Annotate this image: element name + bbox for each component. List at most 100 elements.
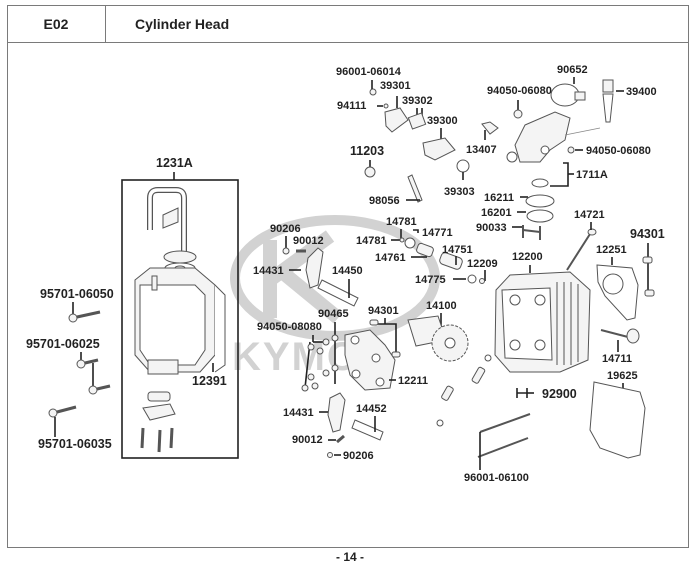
o-ring-39303 [456, 159, 470, 173]
valve-cover-group: 1231A 12391 [121, 156, 239, 459]
label-39303: 39303 [444, 186, 475, 198]
label-12211: 12211 [398, 375, 428, 387]
label-96001-06014: 96001-06014 [336, 66, 402, 78]
dowel-pin-mid [369, 319, 379, 326]
pin-92900 [516, 388, 528, 398]
valve-train: 14781 14781 14771 14761 14751 12209 1477… [356, 216, 498, 286]
label-95701-06025: 95701-06025 [26, 337, 100, 351]
label-11203: 11203 [350, 144, 384, 158]
label-90652: 90652 [557, 64, 588, 76]
stud-bolt-1 [479, 413, 531, 433]
label-16201: 16201 [481, 207, 512, 219]
pipe-flange [163, 250, 197, 264]
rocker-upper: 90206 90012 14431 14450 [253, 223, 363, 307]
label-39301: 39301 [380, 80, 411, 92]
label-96001-06100: 96001-06100 [464, 472, 529, 484]
header: E02 Cylinder Head [7, 5, 689, 43]
stud-bolt-2 [477, 437, 529, 458]
plug-11203 [364, 166, 376, 178]
cam-holder-cluster: 94301 90465 94050-08080 12211 [257, 305, 428, 392]
label-14711: 14711 [602, 353, 632, 365]
label-90465: 90465 [318, 308, 349, 320]
intake-pipe [384, 107, 409, 133]
camshaft-cluster: 14100 [407, 300, 469, 362]
valve-retainer [404, 237, 416, 249]
label-14450: 14450 [332, 265, 363, 277]
page-title: Cylinder Head [135, 15, 230, 32]
label-14721: 14721 [574, 209, 605, 221]
label-39400: 39400 [626, 86, 657, 98]
label-92900: 92900 [542, 387, 577, 401]
o-ring-1711a [531, 178, 549, 188]
label-39302: 39302 [402, 95, 433, 107]
dowel-pin-right [642, 256, 653, 264]
rocker-lower: 14431 14452 90012 90206 [283, 392, 387, 462]
label-14761: 14761 [375, 252, 406, 264]
cylinder-head-cluster: 12200 14721 12251 94301 14711 19625 [436, 209, 665, 484]
thermostat-housing [514, 111, 571, 163]
cover-bracket [142, 403, 176, 421]
label-94050-06080-top: 94050-06080 [487, 85, 552, 97]
label-94050-06080-right: 94050-06080 [586, 145, 651, 157]
watermark-k-glyph [263, 230, 343, 324]
section-code: E02 [7, 5, 106, 42]
cover-plate [147, 391, 171, 402]
intake-manifold [422, 137, 456, 161]
thermostat-cluster: 90652 94050-06080 39400 94050-06080 1711… [476, 64, 657, 240]
rocker-arm-upper [305, 247, 324, 289]
label-14781-left: 14781 [356, 235, 387, 247]
label-94111: 94111 [337, 100, 366, 112]
label-1231a: 1231A [156, 156, 193, 170]
label-14431-top: 14431 [253, 265, 284, 277]
page-frame [7, 5, 689, 548]
intake-valve [600, 329, 629, 338]
spark-plug [407, 174, 423, 203]
label-94301-right: 94301 [630, 227, 665, 241]
label-14431-bottom: 14431 [283, 407, 314, 419]
label-12251: 12251 [596, 244, 627, 256]
label-14100: 14100 [426, 300, 457, 312]
lower-spring-1 [441, 385, 454, 401]
label-14751: 14751 [442, 244, 473, 256]
label-14452: 14452 [356, 403, 387, 415]
label-90012-bottom: 90012 [292, 434, 323, 446]
lower-spring-2 [471, 366, 486, 384]
head-cover-gasket [589, 381, 646, 459]
gasket-16201 [526, 209, 554, 223]
label-90206-bottom: 90206 [343, 450, 374, 462]
label-14771: 14771 [422, 227, 453, 239]
exhaust-valve [566, 233, 591, 271]
label-16211: 16211 [484, 192, 514, 204]
label-14781-top: 14781 [386, 216, 417, 228]
label-12391: 12391 [192, 374, 227, 388]
intake-cluster: 96001-06014 39301 94111 39302 39300 1120… [336, 66, 499, 207]
page-number: - 14 - [335, 550, 364, 564]
label-19625: 19625 [607, 370, 638, 382]
valve-cover-gasket [214, 284, 226, 373]
gasket-16211 [525, 194, 555, 208]
inner-spring [416, 242, 434, 258]
label-98056: 98056 [369, 195, 400, 207]
rocker-shaft [317, 279, 359, 307]
temp-sensor [602, 79, 614, 93]
label-12209: 12209 [467, 258, 498, 270]
label-1711a: 1711A [576, 169, 608, 181]
label-94050-08080: 94050-08080 [257, 321, 322, 333]
label-14775: 14775 [415, 274, 446, 286]
label-95701-06050: 95701-06050 [40, 287, 114, 301]
spring-seat [467, 274, 477, 284]
label-13407: 13407 [466, 144, 497, 156]
rocker-arm-lower [327, 392, 346, 433]
left-bolts: 95701-06050 95701-06025 95701-06035 [26, 287, 114, 451]
sensor-13407 [481, 121, 499, 135]
label-90012-top: 90012 [293, 235, 324, 247]
group-box-frame [121, 179, 239, 459]
rocker-shaft-lower [351, 419, 384, 441]
label-12200: 12200 [512, 251, 543, 263]
label-95701-06035: 95701-06035 [38, 437, 112, 451]
label-39300: 39300 [427, 115, 458, 127]
kymco-watermark: KYMCO [230, 215, 440, 379]
label-94301-mid: 94301 [368, 305, 399, 317]
label-90033: 90033 [476, 222, 507, 234]
